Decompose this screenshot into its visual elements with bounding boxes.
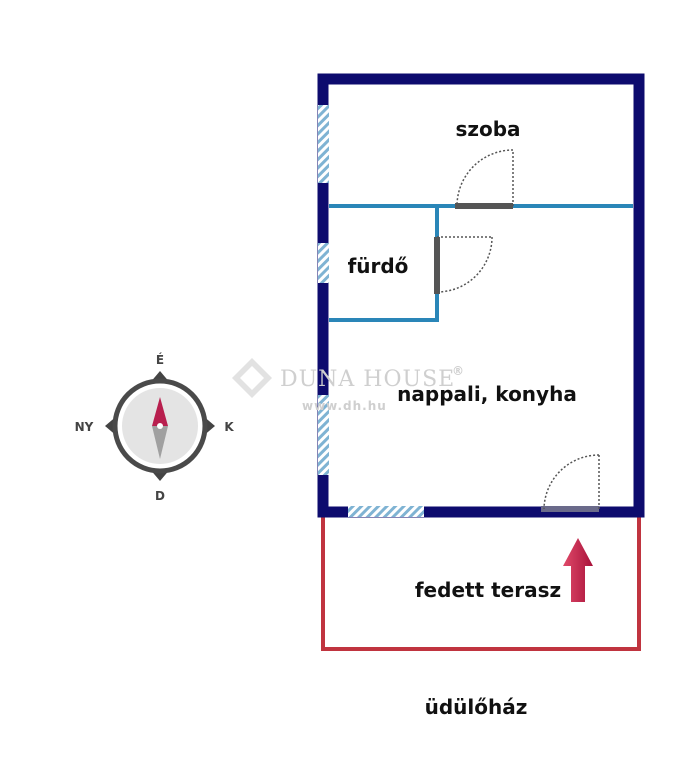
watermark-registered: ®	[452, 364, 465, 378]
watermark-brand: DUNA HOUSE	[280, 367, 455, 392]
room-label-szoba: szoba	[455, 117, 520, 141]
room-label-nappali: nappali, konyha	[397, 382, 577, 406]
room-label-terasz: fedett terasz	[415, 578, 561, 602]
compass-label-west: NY	[75, 420, 94, 434]
window-szoba	[318, 105, 329, 183]
door-furdo	[434, 236, 493, 294]
window-nappali	[318, 395, 329, 475]
watermark-url: www.dh.hu	[302, 399, 387, 413]
compass-label-north: É	[156, 352, 164, 367]
watermark: DUNA HOUSE ® www.dh.hu	[232, 358, 465, 413]
compass-needle-south	[152, 426, 168, 459]
plan-title: üdülőház	[425, 695, 528, 719]
window-furdo	[318, 243, 329, 283]
window-bottom	[348, 506, 424, 517]
entrance-arrow-icon	[563, 538, 593, 602]
room-label-furdo: fürdő	[348, 254, 409, 278]
compass-label-south: D	[155, 489, 165, 503]
compass-label-east: K	[224, 420, 234, 434]
compass-needle-north	[152, 397, 168, 426]
door-szoba	[455, 149, 514, 209]
door-entrance	[541, 454, 600, 512]
outer-wall	[317, 73, 645, 518]
compass-icon	[105, 371, 215, 481]
